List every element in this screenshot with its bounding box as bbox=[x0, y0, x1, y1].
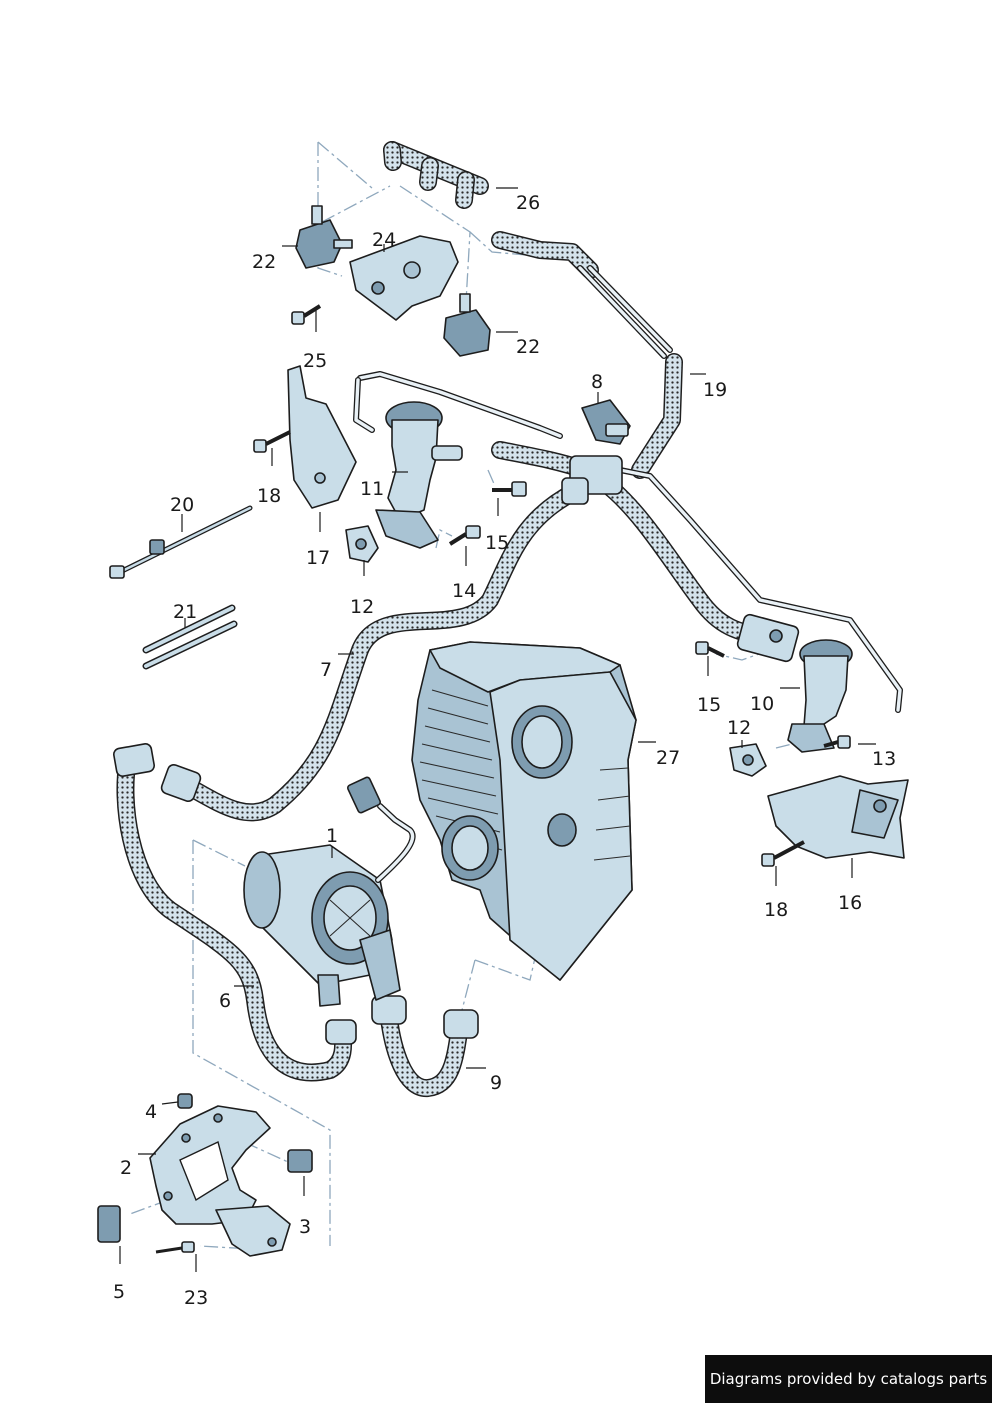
callout-16: 16 bbox=[838, 892, 862, 914]
callout-13: 13 bbox=[872, 748, 896, 770]
callout-10: 10 bbox=[750, 693, 774, 715]
solenoid-valve-22-lower bbox=[443, 293, 491, 357]
callout-9: 9 bbox=[490, 1072, 502, 1094]
hose-top-small bbox=[491, 231, 599, 279]
callout-11: 11 bbox=[360, 478, 384, 500]
hoses bbox=[113, 141, 769, 1097]
callout-labels: 26 24 22 22 25 19 8 11 18 20 15 17 14 12… bbox=[113, 192, 896, 1309]
connector-8 bbox=[581, 399, 631, 445]
callout-14: 14 bbox=[452, 580, 476, 602]
bolt-13 bbox=[823, 735, 851, 749]
callout-22-lower: 22 bbox=[516, 336, 540, 358]
solenoid-valve-22-upper bbox=[295, 205, 353, 269]
callout-21: 21 bbox=[173, 601, 197, 623]
hose-7 bbox=[160, 483, 583, 822]
bolt-15-lower bbox=[695, 641, 725, 658]
heat-shield-17 bbox=[287, 365, 357, 509]
credit-banner: Diagrams provided by catalogs parts bbox=[705, 1355, 992, 1403]
callout-3: 3 bbox=[299, 1216, 311, 1238]
hose-19 bbox=[631, 353, 683, 479]
cable-tie-21 bbox=[142, 604, 238, 670]
bolt-23 bbox=[155, 1241, 195, 1254]
callout-19: 19 bbox=[703, 379, 727, 401]
callout-12-right: 12 bbox=[727, 717, 751, 739]
bolt-18-left bbox=[253, 430, 291, 453]
gasket-12-right bbox=[729, 743, 767, 777]
callout-2: 2 bbox=[120, 1157, 132, 1179]
callout-17: 17 bbox=[306, 547, 330, 569]
bolts bbox=[97, 304, 851, 1254]
callout-15-lower: 15 bbox=[697, 694, 721, 716]
rigid-pipes bbox=[353, 265, 903, 713]
combi-valve-10 bbox=[736, 613, 853, 753]
bracket-3 bbox=[215, 1205, 291, 1257]
cable-tie-20 bbox=[109, 505, 253, 579]
bolt-14 bbox=[448, 525, 481, 546]
leader-lines bbox=[119, 187, 876, 1272]
heat-shield-16 bbox=[767, 775, 909, 859]
bolt-4 bbox=[177, 1093, 193, 1109]
bolt-15-upper bbox=[492, 481, 527, 497]
callout-22-upper: 22 bbox=[252, 251, 276, 273]
combi-valve-11 bbox=[375, 401, 463, 549]
secondary-air-pump-1 bbox=[243, 776, 416, 1007]
bracket-2 bbox=[149, 1105, 271, 1225]
hose-9 bbox=[371, 995, 479, 1097]
hose-manifold-26 bbox=[383, 141, 489, 209]
callout-20: 20 bbox=[170, 494, 194, 516]
callout-15-upper: 15 bbox=[485, 532, 509, 554]
callout-27: 27 bbox=[656, 747, 680, 769]
callout-5: 5 bbox=[113, 1281, 125, 1303]
bolt-18-right bbox=[761, 840, 805, 867]
bolt-3-nut bbox=[287, 1149, 313, 1173]
callout-6: 6 bbox=[219, 990, 231, 1012]
callout-26: 26 bbox=[516, 192, 540, 214]
callout-12-left: 12 bbox=[350, 596, 374, 618]
callout-18-left: 18 bbox=[257, 485, 281, 507]
callout-23: 23 bbox=[184, 1287, 208, 1309]
callout-24: 24 bbox=[372, 229, 396, 251]
clip-5 bbox=[97, 1205, 121, 1243]
callout-1: 1 bbox=[326, 825, 338, 847]
callout-4: 4 bbox=[145, 1101, 157, 1123]
callout-8: 8 bbox=[591, 371, 603, 393]
callout-7: 7 bbox=[320, 659, 332, 681]
hose-6 bbox=[113, 743, 357, 1082]
bolt-22-screw bbox=[291, 304, 322, 325]
air-filter-housing-27 bbox=[411, 641, 637, 981]
credit-text: Diagrams provided by catalogs parts bbox=[709, 1370, 988, 1388]
gasket-12-left bbox=[345, 525, 379, 563]
callout-25: 25 bbox=[303, 350, 327, 372]
t-piece-connector bbox=[561, 455, 623, 505]
hose-right bbox=[597, 475, 769, 645]
callout-18-right: 18 bbox=[764, 899, 788, 921]
bracket-24 bbox=[349, 235, 459, 321]
